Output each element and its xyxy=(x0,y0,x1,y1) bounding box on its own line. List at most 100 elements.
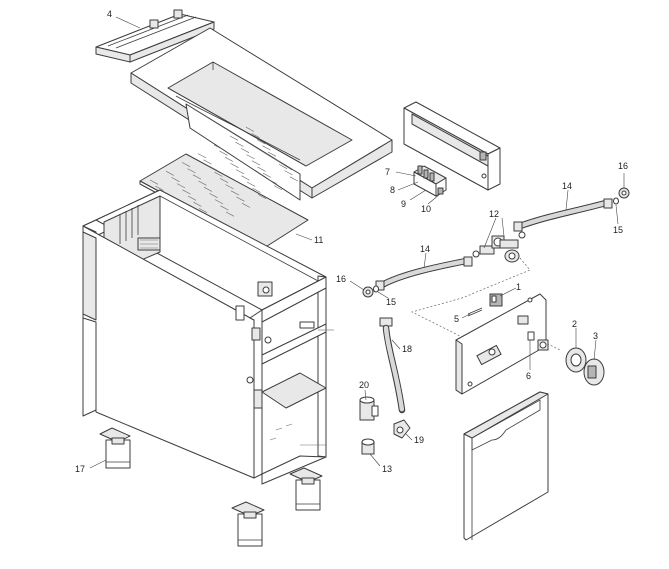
grid-slot xyxy=(198,180,207,186)
drain-valve-part xyxy=(359,396,379,421)
callout-1: 1 xyxy=(516,282,521,292)
callout-10: 10 xyxy=(421,204,431,214)
callout-7: 7 xyxy=(385,167,390,177)
grid-slot xyxy=(219,150,228,156)
grid-slot xyxy=(245,126,255,132)
piezo-part xyxy=(537,339,549,351)
fitting-washer xyxy=(373,285,379,293)
top-rail-part xyxy=(95,9,215,63)
callout-13: 13 xyxy=(382,464,392,474)
knob-ring-part xyxy=(565,347,587,373)
callout-4: 4 xyxy=(107,9,112,19)
callout-5: 5 xyxy=(454,314,459,324)
grid-slot xyxy=(240,148,250,153)
callout-18: 18 xyxy=(402,344,412,354)
grid-slot xyxy=(220,205,229,211)
callout-16-right: 16 xyxy=(618,161,628,171)
grid-slot xyxy=(203,159,212,165)
grid-slot xyxy=(278,164,288,169)
thermostat-part xyxy=(489,293,503,307)
grid-slot xyxy=(214,171,223,177)
control-box-part xyxy=(403,101,501,191)
grid-slot xyxy=(209,193,218,198)
fitting-washer xyxy=(613,197,619,205)
grid-slot xyxy=(273,157,282,163)
callout-16-left: 16 xyxy=(336,274,346,284)
grid-slot xyxy=(252,187,261,193)
grid-slot xyxy=(241,175,250,181)
grid-slot xyxy=(262,145,271,151)
fitting-nut xyxy=(362,286,374,298)
leg-part xyxy=(231,501,265,547)
grid-slot xyxy=(267,151,277,157)
grid-slot xyxy=(229,135,239,141)
drain-cap-part xyxy=(361,438,375,455)
grid-slot xyxy=(198,208,208,213)
grid-slot xyxy=(213,144,223,150)
grid-slot xyxy=(224,156,234,162)
callout-6: 6 xyxy=(526,371,531,381)
gas-valve-part xyxy=(472,231,526,263)
grid-slot xyxy=(251,133,260,138)
grid-slot xyxy=(246,154,255,160)
grid-slot xyxy=(192,174,202,180)
grid-slot xyxy=(149,179,159,185)
grid-slot xyxy=(165,170,175,176)
grid-slot xyxy=(268,179,277,184)
grid-slot xyxy=(187,195,197,201)
grid-slot xyxy=(256,139,266,145)
elbow-fitting-part xyxy=(393,419,411,439)
callout-14-right: 14 xyxy=(562,181,572,191)
callout-2: 2 xyxy=(572,319,577,329)
callout-15-right: 15 xyxy=(613,225,623,235)
cabinet-body-part xyxy=(82,189,334,485)
grid-slot xyxy=(257,166,266,172)
callout-12: 12 xyxy=(489,209,499,219)
callout-15-left: 15 xyxy=(386,297,396,307)
fitting-nut xyxy=(618,187,630,199)
grid-slot xyxy=(208,165,218,171)
cabinet-vent-slots xyxy=(119,205,139,244)
grid-slot xyxy=(203,186,213,192)
grid-slot xyxy=(193,201,202,207)
grid-slot xyxy=(230,190,240,196)
grid-slot xyxy=(241,202,251,208)
grid-slot xyxy=(230,163,239,168)
drain-hose-part xyxy=(379,317,406,414)
door-part xyxy=(463,391,549,541)
grid-slot xyxy=(187,168,196,174)
grid-slot xyxy=(219,178,229,183)
callout-17: 17 xyxy=(75,464,85,474)
grid-slot xyxy=(171,177,180,182)
grid-slot xyxy=(225,211,235,217)
grid-slot xyxy=(155,185,164,191)
grid-slot xyxy=(273,185,283,191)
grid-slot xyxy=(214,199,224,205)
leader-lines xyxy=(89,16,625,469)
grid-slot xyxy=(257,194,267,199)
callout-3: 3 xyxy=(593,331,598,341)
grid-slot xyxy=(197,153,207,159)
leg-part xyxy=(289,467,323,511)
callout-8: 8 xyxy=(390,185,395,195)
control-panel-part xyxy=(455,293,547,395)
grid-slot xyxy=(262,172,272,178)
fryer-vat-part xyxy=(130,27,393,201)
hose-right xyxy=(513,198,613,232)
grid-slot xyxy=(181,162,191,167)
callout-14-left: 14 xyxy=(420,244,430,254)
grid-slot xyxy=(235,141,244,147)
callout-20: 20 xyxy=(359,380,369,390)
grid-slot xyxy=(251,160,261,166)
leg-part xyxy=(99,427,131,469)
grid-slot xyxy=(235,169,245,175)
grid-slot xyxy=(225,184,234,190)
grid-slot xyxy=(176,183,186,189)
knob-part xyxy=(583,358,605,386)
grid-slot xyxy=(236,196,245,202)
grid-slot xyxy=(246,181,256,187)
grid-slot xyxy=(284,170,293,176)
grid-slot xyxy=(289,176,299,182)
callout-11: 11 xyxy=(314,235,323,245)
